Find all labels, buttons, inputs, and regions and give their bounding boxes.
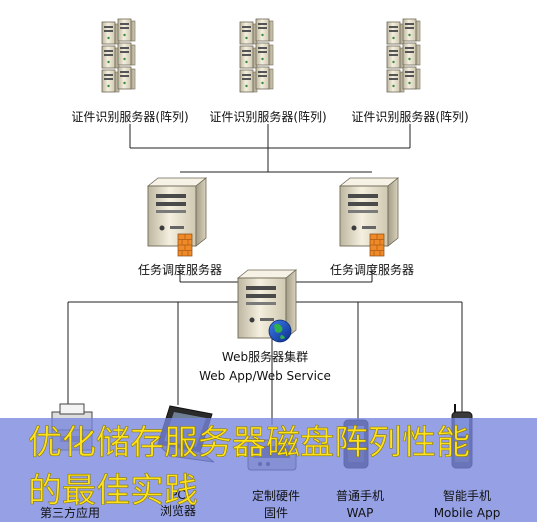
id-server-cluster-2 bbox=[240, 19, 273, 92]
id-server-label-3: 证件识别服务器(阵列) bbox=[351, 110, 469, 124]
client-label-browser: 浏览器 bbox=[159, 504, 196, 518]
dispatch-server-1 bbox=[147, 177, 207, 257]
client-label-firmware: 固件 bbox=[263, 506, 288, 520]
dispatch-server-2 bbox=[339, 177, 399, 257]
web-cluster-sublabel: Web App/Web Service bbox=[199, 369, 331, 383]
web-server-cluster bbox=[237, 269, 297, 343]
web-cluster-label: Web服务器集群 bbox=[221, 350, 309, 364]
id-server-cluster-1 bbox=[102, 19, 135, 92]
id-server-label-1: 证件识别服务器(阵列) bbox=[71, 110, 189, 124]
connector-lines bbox=[67, 124, 463, 425]
client-label-pc: PC bbox=[170, 488, 186, 502]
client-label-wap: WAP bbox=[346, 506, 374, 520]
id-server-cluster-3 bbox=[387, 19, 420, 92]
dispatch-label-2: 任务调度服务器 bbox=[329, 263, 414, 277]
banner-title-line2: 的最佳实践 bbox=[28, 471, 199, 511]
client-label-feature-phone: 普通手机 bbox=[335, 489, 384, 503]
client-label-mobile-app: Mobile App bbox=[433, 506, 501, 520]
banner-title-line1: 优化储存服务器磁盘阵列性能 bbox=[28, 423, 471, 463]
id-server-label-2: 证件识别服务器(阵列) bbox=[209, 110, 327, 124]
dispatch-label-1: 任务调度服务器 bbox=[137, 263, 222, 277]
client-label-smartphone: 智能手机 bbox=[442, 489, 491, 503]
client-label-third-party: 第三方应用 bbox=[39, 506, 100, 520]
title-banner bbox=[0, 418, 537, 522]
client-label-hardware: 定制硬件 bbox=[251, 489, 300, 503]
